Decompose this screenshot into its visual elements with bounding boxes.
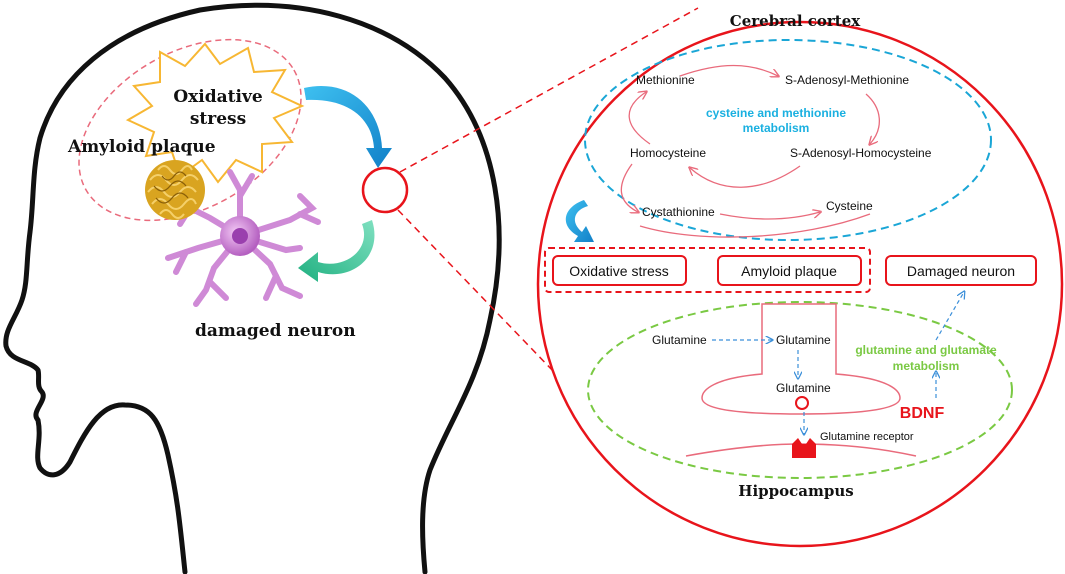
amyloid-plaque-label: Amyloid plaque — [67, 137, 216, 157]
hippocampus-title: Hippocampus — [738, 482, 853, 500]
cycle-arrows — [620, 64, 880, 238]
oxidative-stress-box — [552, 255, 687, 286]
cysteine-methionine-pathway-line1: cysteine and methionine — [706, 106, 846, 120]
damaged-neuron-box — [885, 255, 1037, 286]
pathology-region-ellipse — [78, 38, 302, 222]
cystathionine-label: Cystathionine — [642, 205, 715, 219]
amyloid-plaque-ball — [145, 160, 205, 220]
sah-label: S-Adenosyl-Homocysteine — [790, 146, 932, 160]
zoom-line-top — [399, 7, 699, 173]
blue-curved-arrow — [304, 86, 392, 168]
amyloid-plaque-box-label: Amyloid plaque — [741, 263, 837, 279]
oxidative-stress-box-label: Oxidative stress — [569, 263, 669, 279]
glutamine-receptor-label: Glutamine receptor — [820, 431, 914, 443]
cycle-to-boxes-arrow — [565, 200, 594, 242]
oxidative-stress-label-line2: stress — [190, 109, 246, 129]
head-silhouette — [3, 2, 502, 574]
glutamine-terminal-label: Glutamine — [776, 333, 831, 347]
synaptic-vesicle — [795, 396, 809, 410]
cysteine-label: Cysteine — [826, 199, 873, 213]
cortex-cycle-ellipse — [584, 39, 992, 241]
oxidative-stress-star — [125, 42, 305, 184]
cerebral-cortex-title: Cerebral cortex — [730, 12, 861, 30]
presynaptic-terminal — [701, 303, 901, 415]
glutamine-vesicle-label: Glutamine — [776, 381, 831, 395]
damaged-neuron-label: damaged neuron — [195, 321, 356, 341]
sam-label: S-Adenosyl-Methionine — [785, 73, 909, 87]
outcome-group-frame — [544, 247, 871, 293]
synapse-arrows — [712, 292, 964, 434]
methionine-label: Methionine — [636, 73, 695, 87]
neuron-nucleus — [232, 228, 248, 244]
damaged-neuron-box-label: Damaged neuron — [907, 263, 1015, 279]
oxidative-stress-label-line1: Oxidative — [173, 87, 262, 107]
glutamine-outside-label: Glutamine — [652, 333, 707, 347]
homocysteine-label: Homocysteine — [630, 146, 706, 160]
glutamine-receptor-icon — [792, 438, 816, 458]
glutamine-glutamate-pathway-line2: metabolism — [893, 359, 960, 373]
cysteine-methionine-pathway-line2: metabolism — [743, 121, 810, 135]
green-curved-arrow — [298, 220, 375, 282]
bdnf-label: BDNF — [900, 405, 945, 422]
glutamine-glutamate-pathway-line1: glutamine and glutamate — [855, 343, 997, 357]
hippocampus-ellipse — [587, 301, 1013, 479]
amyloid-plaque-box — [717, 255, 862, 286]
focus-circle — [361, 166, 409, 214]
